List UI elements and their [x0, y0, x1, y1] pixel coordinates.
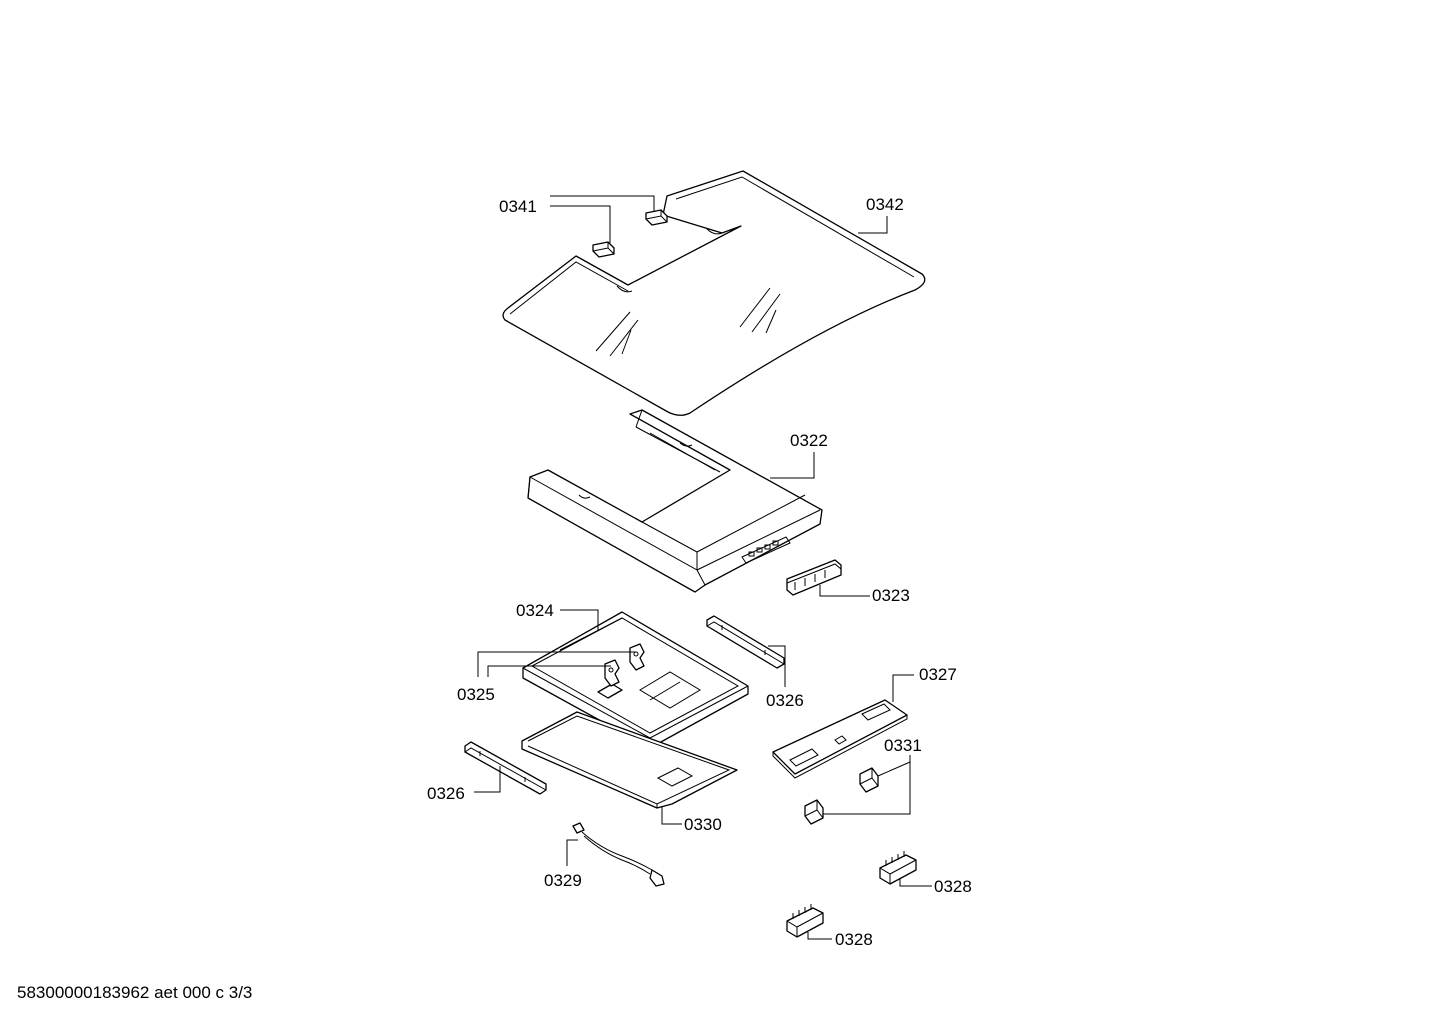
callout-0328-upper: 0328 [934, 877, 972, 896]
callout-0326-right: 0326 [766, 691, 804, 710]
callout-0330: 0330 [684, 815, 722, 834]
callout-0327: 0327 [919, 665, 957, 684]
callout-0331: 0331 [884, 736, 922, 755]
document-id: 58300000183962 aet 000 c 3/3 [17, 983, 252, 1002]
part-0322-hood-body [527, 409, 823, 593]
callout-0328-lower: 0328 [835, 930, 873, 949]
callout-0341: 0341 [499, 197, 537, 216]
callout-0326-left: 0326 [427, 784, 465, 803]
callout-0325: 0325 [457, 685, 495, 704]
callout-0342: 0342 [866, 195, 904, 214]
callout-0324: 0324 [516, 601, 554, 620]
leader-lines [474, 195, 932, 940]
callout-0329: 0329 [544, 871, 582, 890]
part-0326-rail-left [464, 741, 547, 795]
callout-0323: 0323 [872, 586, 910, 605]
part-0327-control-board [772, 699, 908, 779]
part-0323-control-module [786, 559, 842, 596]
part-0329-cable [572, 822, 665, 887]
part-0328-connector [786, 851, 917, 938]
part-0325-bracket [604, 643, 645, 687]
part-0331-knob [804, 767, 879, 825]
part-0326-rail-right [706, 615, 785, 669]
part-0341-clip [592, 209, 668, 258]
callout-0322: 0322 [790, 431, 828, 450]
part-0330-grease-filter [521, 711, 738, 809]
part-0342-glass-canopy [502, 170, 926, 416]
